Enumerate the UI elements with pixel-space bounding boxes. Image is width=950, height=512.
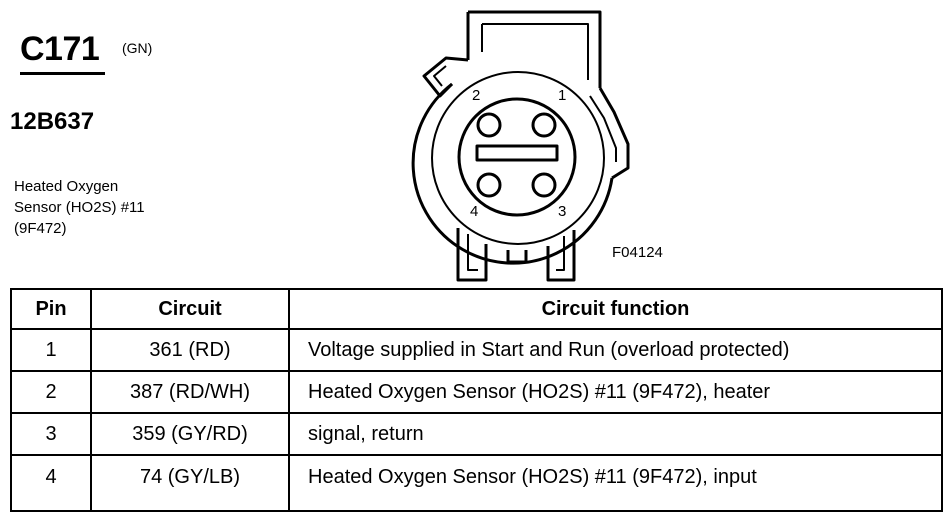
pin-terminal-3 [531, 172, 557, 198]
connector-id-underline [20, 72, 105, 75]
cell-pin: 4 [10, 454, 92, 512]
connector-inner-ring [431, 71, 605, 245]
connector-left-leg [456, 228, 488, 282]
pinout-table: Pin Circuit Circuit function 1 361 (RD) … [10, 288, 943, 512]
connector-color-code: (GN) [122, 40, 153, 56]
table-header-row: Pin Circuit Circuit function [10, 288, 943, 330]
cell-circuit: 74 (GY/LB) [90, 454, 290, 512]
connector-top-tab [466, 10, 602, 88]
connector-right-rib [598, 87, 630, 180]
component-description-line: Heated Oxygen [14, 178, 119, 195]
cell-circuit: 359 (GY/RD) [90, 412, 290, 456]
header-circuit: Circuit [90, 288, 290, 330]
cell-circuit: 387 (RD/WH) [90, 370, 290, 414]
pin-terminal-4 [476, 172, 502, 198]
pin-terminal-1 [531, 112, 557, 138]
connector-center-bar [475, 144, 559, 162]
table-row: 1 361 (RD) Voltage supplied in Start and… [10, 328, 943, 372]
connector-center-key [506, 250, 528, 264]
component-description-line: Sensor (HO2S) #11 [14, 199, 145, 216]
cell-pin: 3 [10, 412, 92, 456]
cell-pin: 1 [10, 328, 92, 372]
table-row: 2 387 (RD/WH) Heated Oxygen Sensor (HO2S… [10, 370, 943, 414]
part-number: 12B637 [10, 108, 95, 135]
figure-code: F04124 [612, 244, 663, 261]
pin-label-3: 3 [558, 203, 566, 220]
cell-circuit-function: signal, return [288, 412, 943, 456]
cell-pin: 2 [10, 370, 92, 414]
header-circuit-function: Circuit function [288, 288, 943, 330]
component-description: Heated Oxygen Sensor (HO2S) #11 (9F472) [14, 176, 145, 239]
connector-pin-face [457, 97, 577, 217]
cell-circuit-function: Voltage supplied in Start and Run (overl… [288, 328, 943, 372]
cell-circuit: 361 (RD) [90, 328, 290, 372]
pin-label-4: 4 [470, 203, 478, 220]
connector-id: C171 [20, 30, 100, 68]
cell-circuit-function: Heated Oxygen Sensor (HO2S) #11 (9F472),… [288, 454, 943, 512]
table-row: 4 74 (GY/LB) Heated Oxygen Sensor (HO2S)… [10, 454, 943, 512]
cell-circuit-function: Heated Oxygen Sensor (HO2S) #11 (9F472),… [288, 370, 943, 414]
component-description-line: (9F472) [14, 220, 67, 237]
pin-terminal-2 [476, 112, 502, 138]
connector-right-leg [546, 230, 576, 282]
pin-label-1: 1 [558, 87, 566, 104]
pin-label-2: 2 [472, 87, 480, 104]
connector-outer-shell [411, 82, 614, 265]
header-pin: Pin [10, 288, 92, 330]
connector-face-diagram: 1 2 3 4 [411, 10, 630, 282]
table-row: 3 359 (GY/RD) signal, return [10, 412, 943, 456]
